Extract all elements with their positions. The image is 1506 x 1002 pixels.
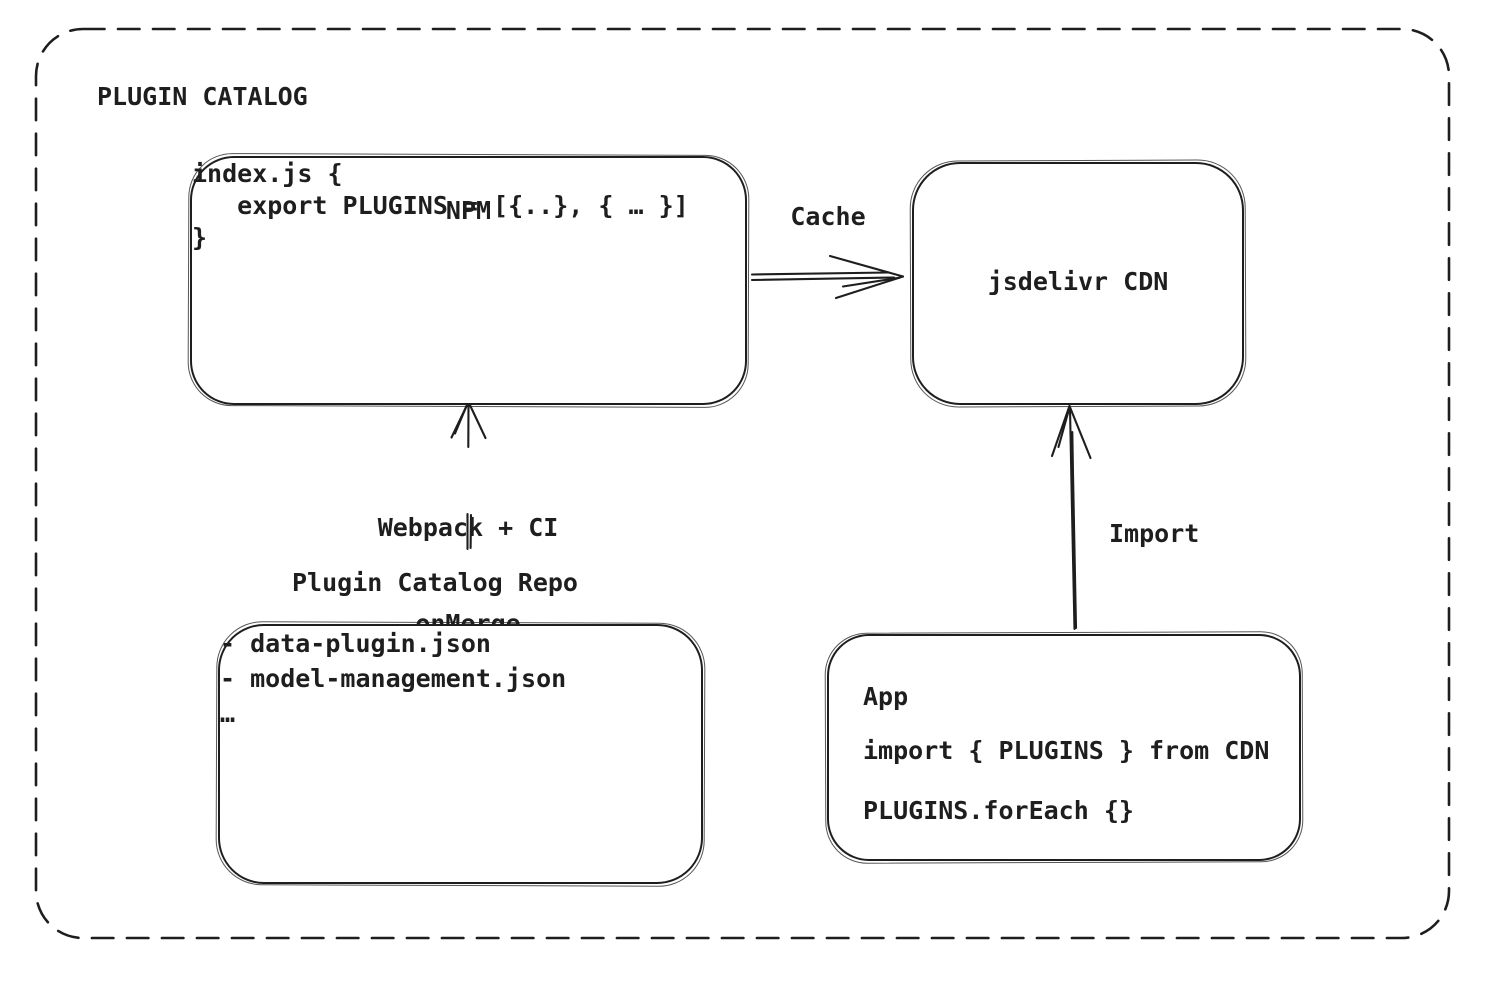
cache-arrow: [750, 254, 905, 300]
catalog-title: PLUGIN CATALOG: [97, 82, 308, 111]
import-arrow: [1050, 404, 1092, 631]
node-cdn: jsdelivr CDN: [912, 162, 1244, 405]
code-line: }: [192, 223, 208, 252]
npm-node-title: NPM: [445, 196, 492, 225]
catalog-boundary: [34, 27, 1451, 940]
build-edge-label-line1: Webpack + CI: [377, 513, 559, 542]
cdn-node-label: jsdelivr CDN: [987, 267, 1169, 296]
code-line: index.js {: [192, 159, 343, 188]
code-line: import { PLUGINS } from CDN: [863, 736, 1270, 765]
code-line: PLUGINS.forEach {}: [863, 796, 1134, 825]
cache-edge-label: Cache: [790, 202, 866, 231]
list-item: - data-plugin.json: [220, 629, 491, 658]
import-edge-label: Import: [1109, 519, 1200, 548]
node-repo: - data-plugin.json - model-management.js…: [218, 624, 703, 884]
node-app: App import { PLUGINS } from CDN PLUGINS.…: [827, 634, 1301, 861]
repo-node-caption: Plugin Catalog Repo: [292, 568, 578, 597]
build-arrow: [450, 400, 487, 551]
list-item: - model-management.json: [220, 664, 567, 693]
list-item: …: [220, 699, 236, 728]
node-npm: NPM index.js { export PLUGINS = [{..}, {…: [190, 156, 747, 405]
app-node-title: App: [863, 682, 909, 711]
code-line: export PLUGINS = [{..}, { … }]: [192, 191, 689, 220]
